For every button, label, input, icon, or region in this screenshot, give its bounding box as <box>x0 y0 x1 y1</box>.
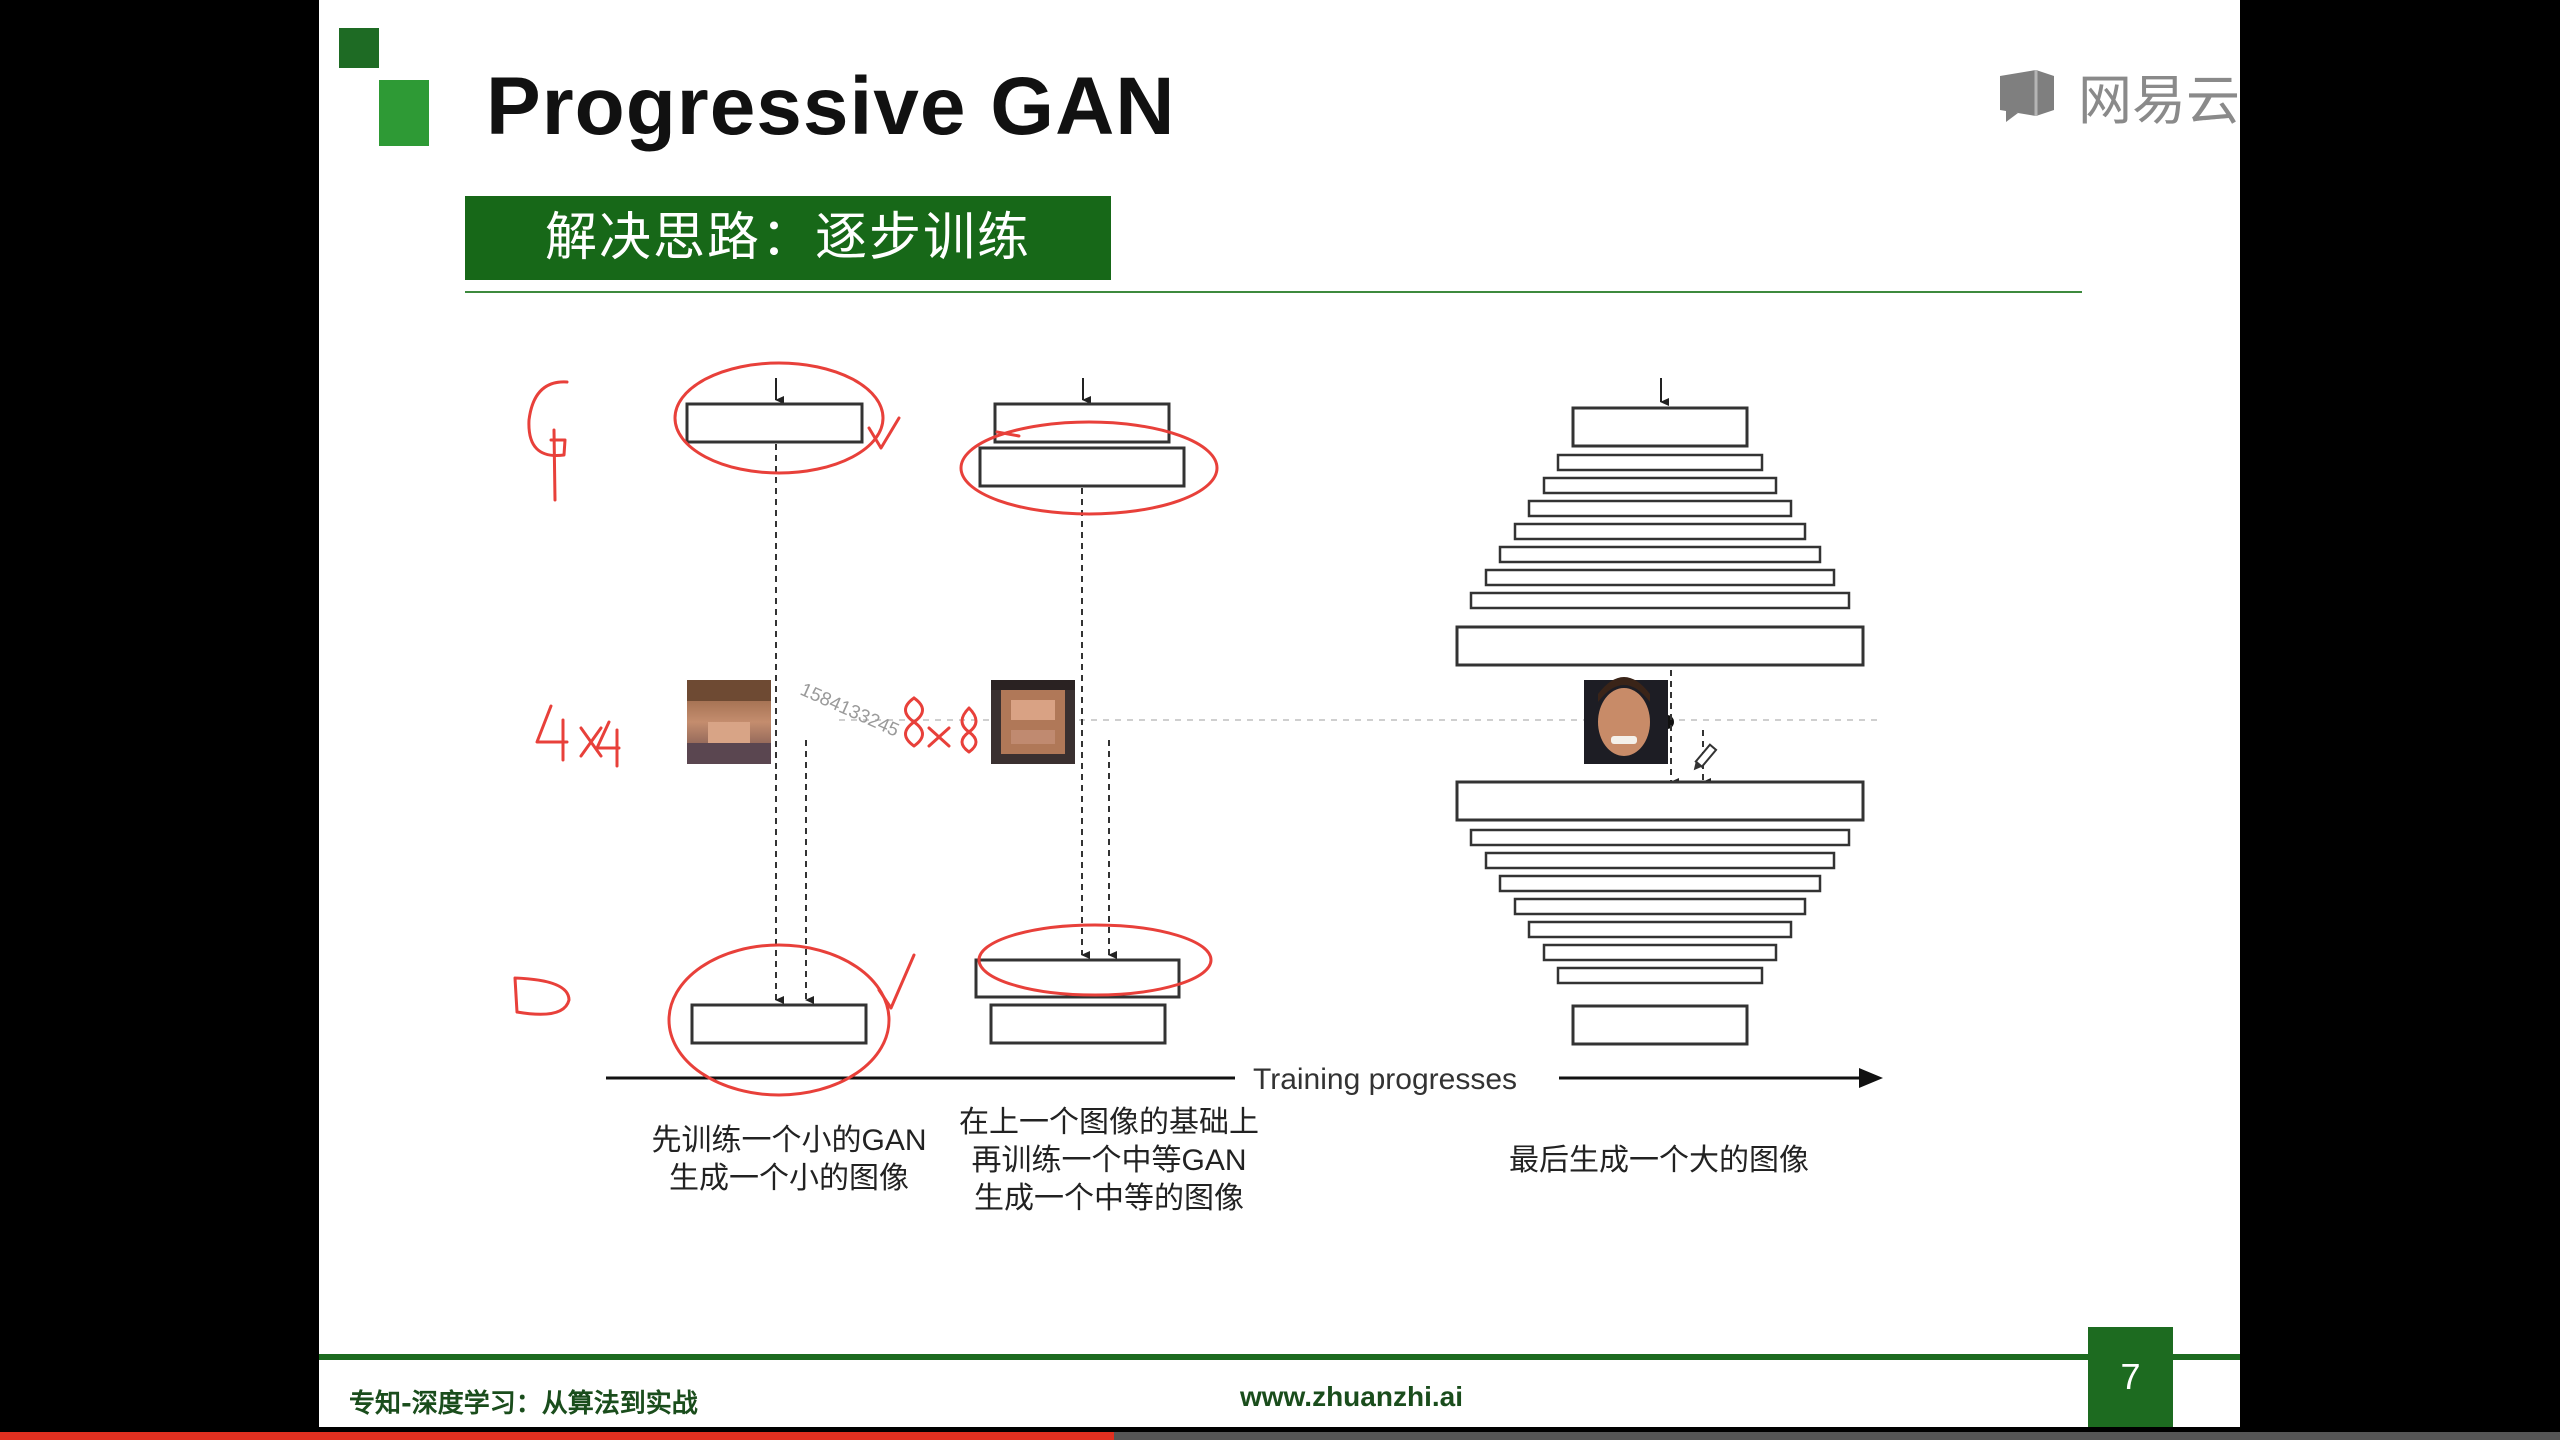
caption-middle-line2: 再训练一个中等GAN <box>971 1144 1247 1177</box>
brand-watermark: 网易云 <box>1996 60 2240 132</box>
generator-block <box>685 402 864 444</box>
face-4x4-image <box>687 680 771 764</box>
generator-block-2 <box>978 446 1186 488</box>
annotation-circle-d-small <box>667 943 891 1097</box>
caption-left: 先训练一个小的GAN 生成一个小的图像 <box>609 1122 969 1198</box>
subtitle-banner: 解决思路：逐步训练 <box>465 196 1111 280</box>
netease-cloud-icon <box>2000 70 2054 122</box>
caption-right-line1: 最后生成一个大的图像 <box>1509 1144 1809 1177</box>
handwritten-annotations <box>513 361 1219 1097</box>
annotation-circle-g-small <box>673 361 885 475</box>
presentation-slide: Progressive GAN 网易云 解决思路：逐步训练 <box>319 0 2240 1427</box>
face-high-res-image <box>1584 677 1668 764</box>
caption-right: 最后生成一个大的图像 <box>1469 1142 1849 1180</box>
discriminator-stack <box>1455 780 1865 822</box>
caption-middle-line1: 在上一个图像的基础上 <box>959 1106 1259 1139</box>
pen-cursor-icon[interactable] <box>1691 743 1718 773</box>
logo-square-dark <box>339 28 379 68</box>
video-progress-fill <box>0 1432 1114 1440</box>
training-arrow-label: Training progresses <box>1253 1063 1517 1096</box>
column-large-gan <box>1455 378 1865 1046</box>
logo-square-light <box>379 80 429 146</box>
caption-middle: 在上一个图像的基础上 再训练一个中等GAN 生成一个中等的图像 <box>919 1104 1299 1218</box>
caption-left-line1: 先训练一个小的GAN <box>651 1124 927 1157</box>
annotation-circle-g-medium <box>959 420 1219 516</box>
column-small-gan <box>685 378 868 1045</box>
discriminator-block <box>690 1003 868 1045</box>
face-8x8-image <box>991 680 1075 764</box>
caption-middle-line3: 生成一个中等的图像 <box>974 1182 1244 1215</box>
footer-rule <box>319 1354 2240 1360</box>
column-medium-gan <box>974 378 1186 1045</box>
footer-course-title: 专知-深度学习：从算法到实战 <box>349 1389 698 1419</box>
slide-title: Progressive GAN <box>486 61 1176 152</box>
watermark-number: 1584133245 <box>797 679 902 741</box>
annotation-4x4 <box>535 704 621 768</box>
annotation-g <box>527 380 569 502</box>
annotation-8x8 <box>904 696 978 754</box>
caption-left-line2: 生成一个小的图像 <box>669 1162 909 1195</box>
footer-url: www.zhuanzhi.ai <box>1240 1381 1463 1412</box>
generator-stack <box>1571 406 1749 448</box>
progressive-gan-diagram: Training progresses 1584133245 <box>513 361 1883 1097</box>
page-number: 7 <box>2088 1327 2173 1427</box>
annotation-circle-d-medium <box>977 923 1213 997</box>
discriminator-block-2 <box>989 1003 1167 1045</box>
subtitle-divider <box>465 291 2082 293</box>
brand-name: 网易云 <box>2078 68 2240 132</box>
video-progress-bar[interactable] <box>0 1432 2560 1440</box>
annotation-d <box>513 976 571 1016</box>
